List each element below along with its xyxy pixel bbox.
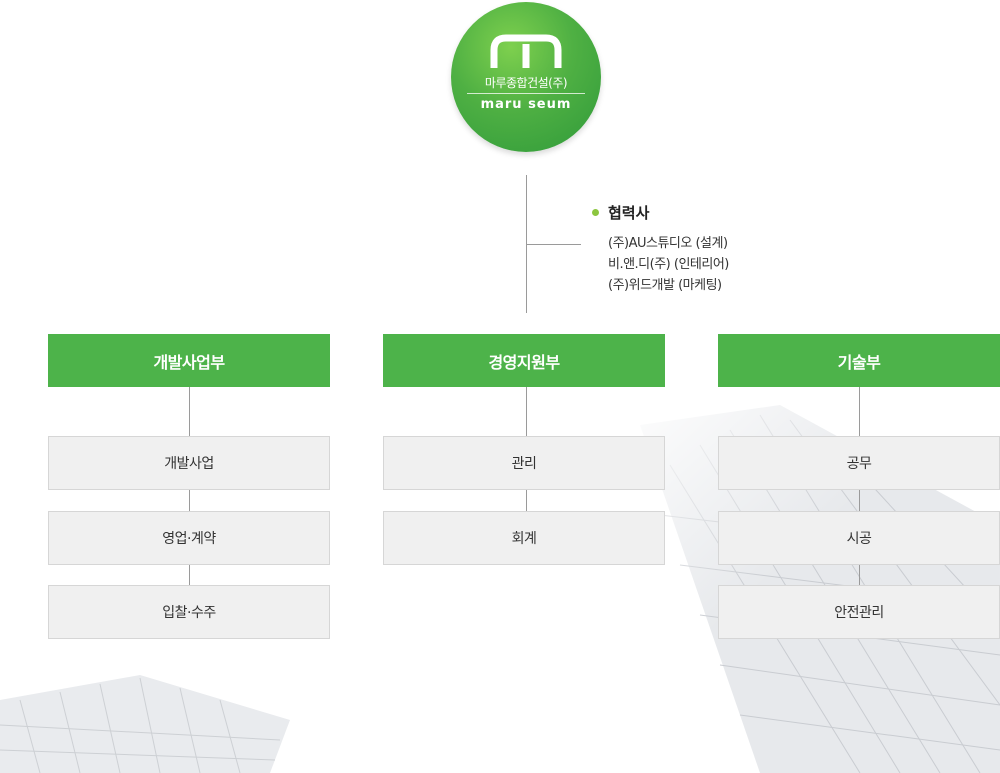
partner-item: (주)AU스튜디오 (설계) xyxy=(608,236,728,251)
sub-dept-box: 공무 xyxy=(718,436,1000,490)
sub-dept-box: 회계 xyxy=(383,511,665,565)
company-logo: 마루종합건설(주) maru seum xyxy=(451,2,601,152)
dept-connector xyxy=(859,387,860,612)
company-name-english: maru seum xyxy=(480,97,572,112)
partner-item: (주)위드개발 (마케팅) xyxy=(608,278,722,293)
maru-logo-mark-icon xyxy=(490,34,562,68)
partner-connector xyxy=(526,244,581,245)
sub-dept-box: 시공 xyxy=(718,511,1000,565)
logo-divider xyxy=(467,93,585,94)
partner-item: 비.앤.디(주) (인테리어) xyxy=(608,257,729,272)
partners-title: 협력사 xyxy=(608,204,650,222)
dept-development: 개발사업부 xyxy=(48,334,330,387)
sub-dept-box: 관리 xyxy=(383,436,665,490)
dept-connector xyxy=(189,387,190,612)
dept-management-support: 경영지원부 xyxy=(383,334,665,387)
sub-dept-box: 개발사업 xyxy=(48,436,330,490)
background-building-image xyxy=(0,675,290,773)
partners-section: 협력사 (주)AU스튜디오 (설계) 비.앤.디(주) (인테리어) (주)위드… xyxy=(592,202,729,296)
sub-dept-box: 안전관리 xyxy=(718,585,1000,639)
sub-dept-box: 영업·계약 xyxy=(48,511,330,565)
dept-technical: 기술부 xyxy=(718,334,1000,387)
bullet-icon xyxy=(592,209,599,216)
company-name-korean: 마루종합건설(주) xyxy=(484,76,568,90)
sub-dept-box: 입찰·수주 xyxy=(48,585,330,639)
